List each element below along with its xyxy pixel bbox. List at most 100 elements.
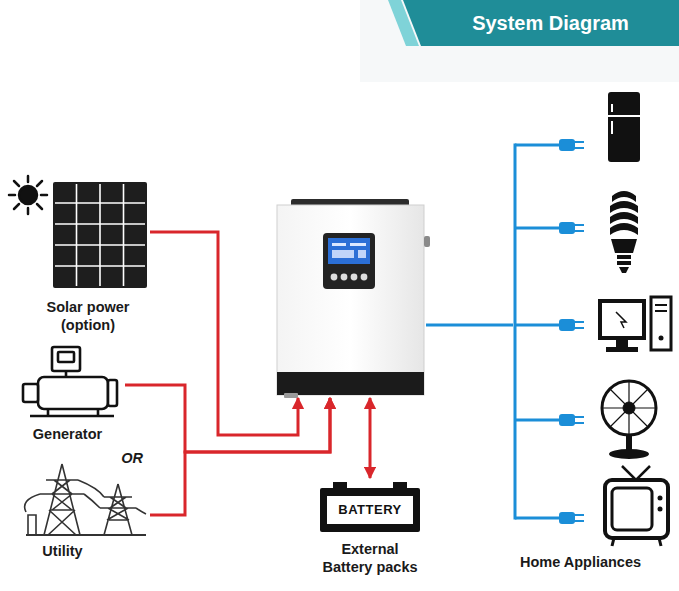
generator-icon-part [30, 415, 114, 418]
sun-icon-part [37, 181, 42, 186]
appliance-wiring-part [515, 144, 560, 147]
plug-symbols-part [574, 422, 584, 424]
fan-icon-part [609, 449, 649, 459]
inverter-unit-part [331, 274, 338, 281]
sun-icon-part [14, 181, 19, 186]
inverter-unit-part [350, 243, 366, 246]
bulb-icon-part [610, 223, 638, 235]
power-wire [125, 385, 330, 452]
inverter-unit-part [323, 233, 375, 289]
sun-icon-part [27, 208, 30, 214]
utility-pylon-icon-part [26, 534, 146, 536]
node-label: Generator [33, 425, 102, 443]
fridge-icon [608, 92, 640, 162]
tv-icon-part [612, 488, 652, 530]
node-label: Utility [42, 542, 82, 560]
node-label-slot: Utility [15, 542, 110, 562]
plug-symbols-part [560, 140, 574, 150]
node-label-slot: External Battery packs [315, 540, 425, 580]
computer-icon-part [655, 304, 667, 306]
inverter-unit-part [424, 236, 430, 247]
node-label-slot: Solar power (option) [33, 298, 143, 342]
battery-icon-part [320, 488, 420, 532]
node-label-slot: Home Appliances [513, 553, 648, 573]
sun-icon-part [41, 194, 47, 197]
generator-source: Generator [10, 345, 125, 445]
bulb-icon [610, 191, 638, 273]
computer-icon-part [659, 336, 664, 341]
power-wire [369, 398, 372, 478]
utility-pylon-icon-part [28, 515, 36, 535]
generator-icon-part [23, 384, 38, 402]
generator-icon-part [97, 409, 100, 416]
battery-label-slot: BATTERY [327, 496, 413, 524]
sun-icon-part [27, 176, 30, 182]
inverter-unit-part [351, 274, 358, 281]
battery-label: BATTERY [338, 496, 401, 524]
computer-icon-part [606, 347, 638, 352]
fan-icon-part [602, 381, 656, 435]
fridge-icon-part [608, 115, 640, 117]
tv-icon-part [658, 507, 663, 512]
bulb-icon-part [619, 267, 629, 273]
node-label-slot: Generator [10, 425, 125, 445]
plug-symbols-part [574, 416, 584, 418]
plug-symbols [560, 140, 584, 523]
battery-node: BATTERY External Battery packs [305, 478, 435, 588]
appliance-wiring-part [515, 227, 560, 230]
sun-icon [9, 176, 47, 214]
fan-icon-part [623, 402, 635, 414]
title-banner [360, 0, 679, 82]
utility-source: Utility [15, 462, 150, 562]
or-label-slot: OR [114, 449, 150, 469]
inverter-unit [277, 199, 430, 398]
plug-symbols-part [574, 224, 584, 226]
title-text-slot: System Diagram [428, 9, 673, 37]
appliance-wiring-part [515, 517, 560, 520]
solar-panel-icon-part [55, 265, 145, 267]
computer-icon [600, 297, 671, 352]
utility-pylon-icon-part [25, 480, 146, 514]
generator-icon-part [52, 347, 80, 371]
tv-icon-part [622, 466, 650, 480]
appliances-node: Home Appliances [513, 85, 675, 585]
solar-panel-icon [53, 182, 147, 288]
inverter-unit-part [277, 372, 424, 395]
solar-panel-icon-part [55, 202, 145, 204]
sun-icon-part [14, 204, 19, 209]
computer-icon-part [616, 312, 626, 328]
solar-source: Solar power (option) [5, 170, 150, 342]
inverter-unit-part [341, 274, 348, 281]
node-label: Solar power (option) [33, 298, 143, 334]
node-label: Home Appliances [520, 553, 641, 571]
title-text: System Diagram [472, 9, 629, 37]
solar-panel-icon-part [55, 244, 145, 246]
bulb-icon-part [610, 212, 638, 224]
inverter-unit-part [328, 238, 370, 264]
utility-pylon-icon [25, 464, 146, 535]
sun-icon-part [37, 204, 42, 209]
battery-icon-part [327, 496, 413, 524]
computer-icon-part [651, 297, 671, 350]
appliance-wiring-part [515, 419, 560, 422]
plug-symbols-part [574, 147, 584, 149]
plug-symbols-part [574, 327, 584, 329]
generator-icon-part [108, 380, 117, 406]
bulb-icon-part [611, 239, 637, 253]
title-banner-part [403, 0, 679, 46]
fan-icon [602, 381, 656, 459]
or-label: OR [121, 449, 143, 467]
tv-icon-part [658, 496, 663, 501]
solar-panel-icon-part [99, 184, 101, 286]
plug-symbols-part [560, 513, 574, 523]
tv-icon-part [612, 538, 661, 546]
appliance-wiring-part [515, 324, 560, 327]
plug-symbols-part [574, 514, 584, 516]
inverter-unit-part [358, 250, 366, 258]
fridge-icon-part [611, 121, 613, 134]
fan-icon-part [626, 435, 632, 451]
inverter-unit-part [277, 205, 424, 395]
computer-icon-part [616, 340, 628, 347]
tv-icon-part [605, 480, 668, 538]
inverter-unit-part [332, 243, 346, 246]
